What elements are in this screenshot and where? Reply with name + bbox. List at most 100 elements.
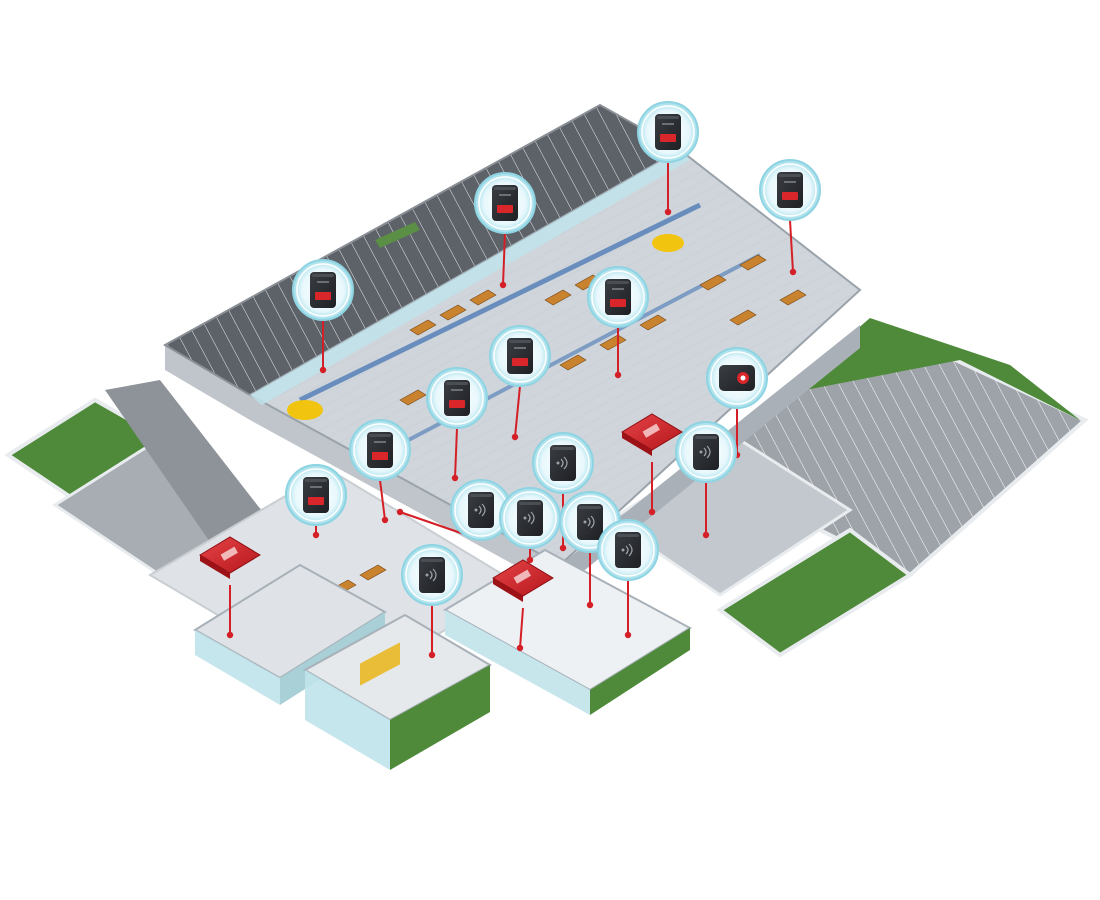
- reader-logo-mark: [310, 486, 322, 488]
- reader-accent-stripe: [782, 192, 798, 200]
- reader-logo-mark: [451, 389, 463, 391]
- module-edge: [622, 432, 652, 456]
- contactless-dot: [425, 573, 429, 577]
- connector-endpoint: [526, 556, 534, 564]
- connector-line: [514, 385, 521, 438]
- reader-top-highlight: [369, 434, 391, 437]
- reader-halo-ring: [493, 329, 547, 383]
- reader-top-highlight: [552, 447, 574, 450]
- connector-line: [379, 479, 386, 521]
- connector-endpoint: [226, 631, 234, 639]
- reader-top-highlight: [509, 340, 531, 343]
- module-label-plate: [220, 546, 238, 561]
- reader-15[interactable]: [675, 421, 737, 483]
- contactless-wave: [563, 456, 568, 470]
- pallet-rack: [729, 309, 757, 326]
- module-1[interactable]: [199, 536, 261, 579]
- reader-halo-ring: [679, 425, 733, 479]
- module-3[interactable]: [492, 559, 554, 602]
- reader-11[interactable]: [450, 479, 512, 541]
- contactless-wave: [587, 517, 591, 527]
- pallet-rack: [779, 289, 807, 306]
- contactless-dot: [523, 516, 527, 520]
- connector-endpoint: [586, 601, 594, 609]
- secure-storage-wall: [305, 670, 390, 770]
- pallet-rack: [409, 319, 437, 336]
- card-reader-icon: [655, 114, 681, 150]
- module-edge: [200, 555, 230, 579]
- card-reader-icon: [492, 185, 518, 221]
- reader-06[interactable]: [489, 325, 551, 387]
- reader-16[interactable]: [401, 544, 463, 606]
- reader-logo-mark: [374, 441, 386, 443]
- reader-halo-ring: [353, 423, 407, 477]
- connector-endpoint: [381, 516, 389, 524]
- reader-01[interactable]: [637, 101, 699, 163]
- pallet-rack: [639, 314, 667, 331]
- connector-endpoint: [702, 531, 710, 539]
- pallet-rack: [544, 289, 572, 306]
- card-reader-icon: [444, 380, 470, 416]
- reader-19[interactable]: [706, 347, 768, 409]
- reader-12[interactable]: [499, 487, 561, 549]
- card-reader-icon: [367, 432, 393, 468]
- reader-03[interactable]: [474, 172, 536, 234]
- wave-reader-light: [740, 375, 746, 381]
- reader-halo-ring: [430, 371, 484, 425]
- reader-14[interactable]: [597, 519, 659, 581]
- contactless-dot: [583, 520, 587, 524]
- office-lab-wall: [445, 610, 590, 715]
- reader-08[interactable]: [349, 419, 411, 481]
- reader-top-highlight: [695, 436, 717, 439]
- reader-top-highlight: [470, 494, 492, 497]
- connector-endpoint: [516, 644, 524, 652]
- pallet-rack: [469, 289, 497, 306]
- contactless-wave: [703, 447, 707, 457]
- connector-endpoint: [511, 433, 519, 441]
- reader-accent-stripe: [610, 299, 626, 307]
- office-lab-wall: [590, 628, 690, 715]
- reader-logo-mark: [514, 347, 526, 349]
- zone-green-lawn-south: [716, 527, 914, 658]
- connector-line: [454, 427, 458, 479]
- contactless-wave: [706, 445, 711, 459]
- card-reader-icon: [777, 172, 803, 208]
- module-label-plate: [513, 569, 531, 584]
- annex-warehouse-wall: [195, 630, 280, 705]
- contactless-dot: [699, 450, 703, 454]
- reader-halo-ring: [503, 491, 557, 545]
- reader-05[interactable]: [587, 266, 649, 328]
- annex-buildings: [193, 548, 692, 770]
- connector-endpoint: [428, 651, 436, 659]
- reader-top-highlight: [579, 506, 601, 509]
- reader-top-highlight: [519, 502, 541, 505]
- module-2[interactable]: [621, 413, 683, 456]
- reader-halo-ring: [296, 263, 350, 317]
- connector-endpoint: [559, 544, 567, 552]
- contactless-wave: [590, 515, 595, 529]
- pallet-rack: [439, 304, 467, 321]
- reader-top-highlight: [305, 479, 327, 482]
- reader-20[interactable]: [285, 464, 347, 526]
- connector-lines: [226, 162, 797, 659]
- connector-endpoint: [648, 508, 656, 516]
- reader-04[interactable]: [292, 259, 354, 321]
- reader-logo-mark: [499, 194, 511, 196]
- contactless-dot: [621, 548, 625, 552]
- connector-endpoint: [614, 371, 622, 379]
- reader-07[interactable]: [426, 367, 488, 429]
- reader-10[interactable]: [532, 432, 594, 494]
- reader-top-highlight: [421, 559, 443, 562]
- reader-02[interactable]: [759, 159, 821, 221]
- connector-line: [789, 219, 794, 273]
- connector-endpoint: [664, 208, 672, 216]
- pallet-rack: [359, 564, 387, 581]
- aisle-blue-1: [298, 202, 702, 403]
- connector-endpoint: [396, 508, 404, 516]
- connector-endpoint: [499, 281, 507, 289]
- reader-logo-mark: [662, 123, 674, 125]
- reader-top-highlight: [312, 274, 334, 277]
- connector-endpoint: [789, 268, 797, 276]
- reader-logo-mark: [784, 181, 796, 183]
